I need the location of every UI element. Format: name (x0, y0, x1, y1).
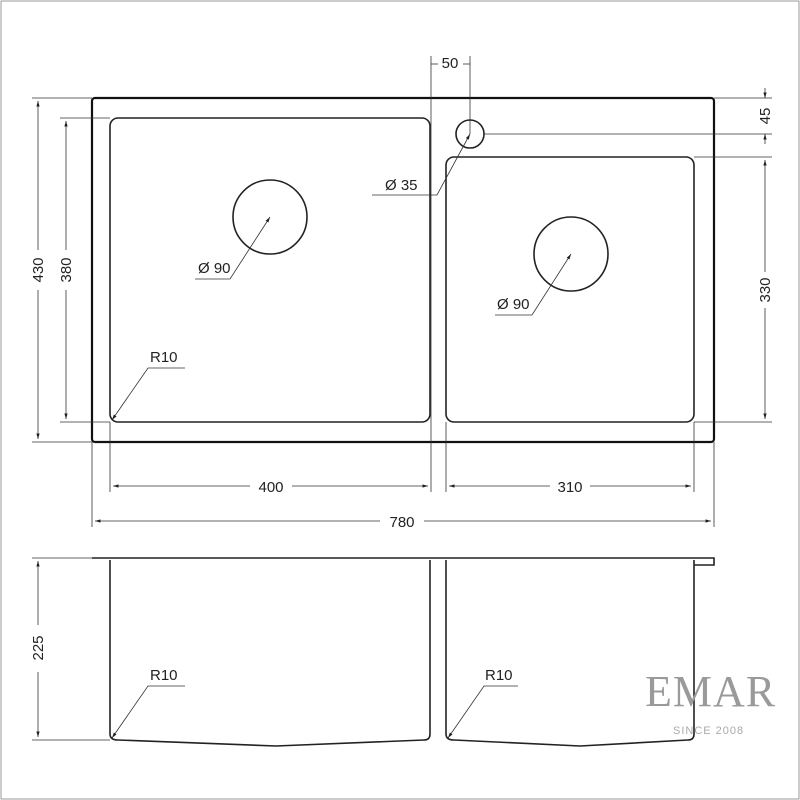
faucet-hole-leader (372, 133, 471, 196)
left-drain-label: Ø 90 (198, 260, 231, 277)
right-drain-label: Ø 90 (497, 296, 530, 313)
logo-tagline: SINCE 2008 (673, 725, 744, 737)
right-bowl-depth-dimension: 330 (757, 277, 774, 302)
left-radius-label: R10 (150, 667, 178, 684)
right-bowl-profile (445, 560, 695, 747)
right-drain (533, 216, 609, 292)
corner-radius-leader (111, 367, 185, 421)
corner-radius-label: R10 (150, 349, 178, 366)
right-bowl (445, 156, 695, 423)
right-radius-label: R10 (485, 667, 513, 684)
emar-logo: EMAR SINCE 2008 (645, 667, 776, 737)
logo-brand: EMAR (645, 667, 776, 716)
right-drain-leader (495, 253, 572, 316)
sink-outline (90, 96, 716, 444)
top-view: Ø 90 Ø 90 Ø 35 R10 50 45 330 430 380 (30, 55, 774, 531)
left-bowl-depth-dimension: 380 (58, 257, 75, 282)
sink-rim-profile (92, 557, 715, 566)
bowl-height-dimension: 225 (30, 635, 47, 660)
left-bowl (109, 117, 431, 423)
overall-depth-dimension: 430 (30, 257, 47, 282)
left-bowl-width-dimension: 400 (258, 479, 283, 496)
left-drain (232, 179, 308, 255)
side-view: 225 R10 R10 (30, 557, 715, 747)
left-drain-leader (195, 216, 271, 280)
left-bowl-profile (109, 560, 431, 747)
right-bowl-width-dimension: 310 (557, 479, 582, 496)
overall-width-dimension: 780 (389, 514, 414, 531)
faucet-hole-label: Ø 35 (385, 177, 418, 194)
hole-offset-dimension: 50 (442, 55, 459, 72)
hole-edge-dimension: 45 (757, 108, 774, 125)
